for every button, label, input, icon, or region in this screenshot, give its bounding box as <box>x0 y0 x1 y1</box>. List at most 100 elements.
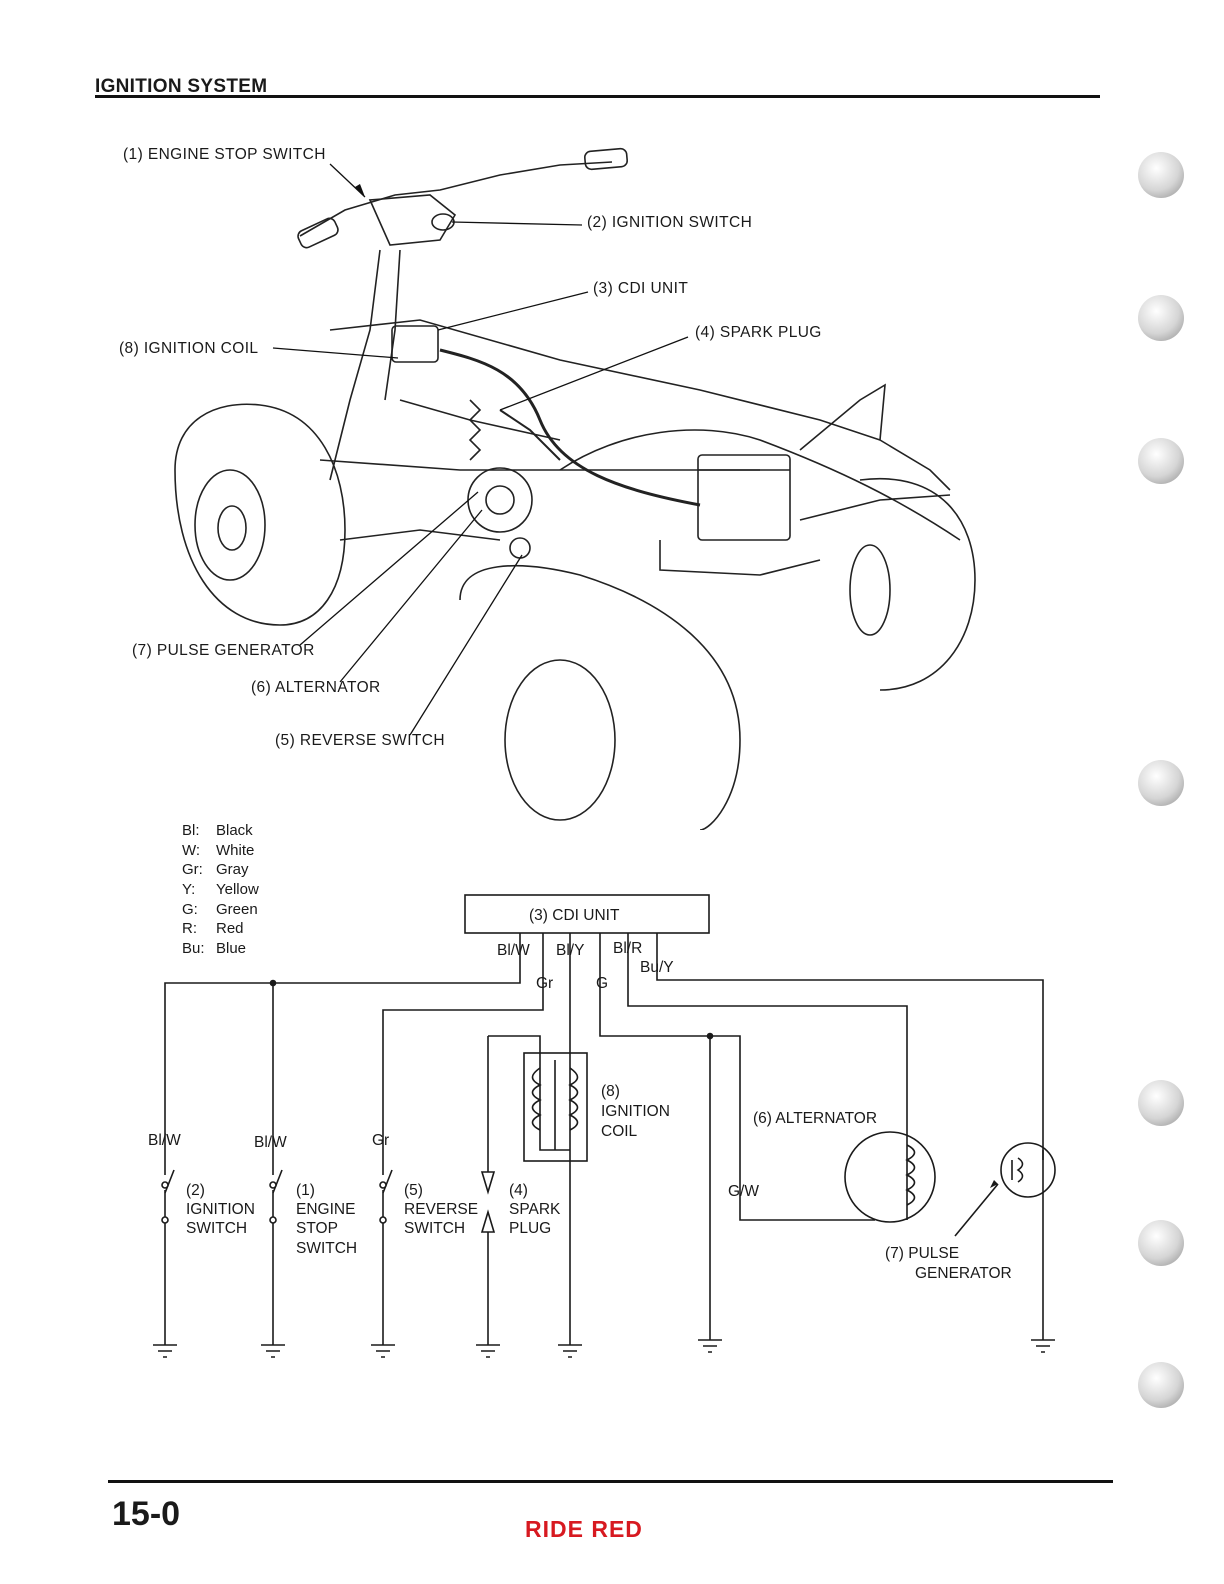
legend-item: Gr: Gray <box>182 861 259 881</box>
junction-dot <box>706 1032 714 1040</box>
ignition-coil-body <box>391 325 439 363</box>
handlebar-housing <box>368 194 457 246</box>
legend-code: G: <box>182 900 198 918</box>
legend-color: Gray <box>216 861 249 879</box>
wire-label-bl-w: Bl/W <box>497 942 530 959</box>
legend-color: Black <box>216 822 253 839</box>
wire-label-bl-w-stop: Bl/W <box>254 1134 287 1151</box>
rear-left-wheel <box>459 564 741 830</box>
wire-label-bu-y: Bu/Y <box>640 959 674 976</box>
callout-spark-plug: (4) SPARK PLUG <box>695 324 822 341</box>
legend-code: W: <box>182 841 201 859</box>
engine-stop-switch-contact <box>272 1169 283 1194</box>
legend-code: Bl: <box>182 822 200 839</box>
legend-item: Bl: Black <box>182 822 259 842</box>
reverse-switch-label-1: REVERSE <box>404 1201 478 1218</box>
alternator-label: (6) ALTERNATOR <box>753 1110 877 1127</box>
atv-illustration <box>174 147 976 830</box>
page-title: IGNITION SYSTEM <box>95 76 268 97</box>
rear-right-wheel <box>859 477 976 691</box>
reverse-switch-label-2: SWITCH <box>404 1220 465 1237</box>
legend-item: G: Green <box>182 901 259 921</box>
ignition-switch-label-1: IGNITION <box>186 1201 255 1218</box>
coil-primary-winding <box>531 1067 542 1131</box>
callout-ignition-switch: (2) IGNITION SWITCH <box>587 214 753 231</box>
ignition-switch-label-2: SWITCH <box>186 1220 247 1237</box>
reverse-switch-number: (5) <box>404 1182 423 1199</box>
wire-label-g: G <box>596 975 608 992</box>
engine-stop-switch-number: (1) <box>296 1182 315 1199</box>
spark-plug-upper-electrode <box>480 1171 496 1195</box>
pulse-generator-symbol <box>1000 1142 1056 1198</box>
legend-color: White <box>216 841 255 859</box>
wire-label-bl-r: Bl/R <box>613 940 642 957</box>
pulse-generator-label-2: GENERATOR <box>915 1265 1012 1282</box>
wire-color-legend: Bl: Black W: White Gr: Gray Y: Yellow G: Gree… <box>182 822 259 960</box>
section-tab-marker <box>1138 152 1184 198</box>
legend-code: R: <box>182 920 197 938</box>
coil-secondary-winding <box>568 1067 579 1131</box>
legend-color: Red <box>216 920 244 938</box>
callout-ignition-coil: (8) IGNITION COIL <box>119 340 259 357</box>
callout-alternator: (6) ALTERNATOR <box>251 679 381 696</box>
wire-bl-w <box>164 933 521 1175</box>
callout-engine-stop-switch: (1) ENGINE STOP SWITCH <box>123 146 326 163</box>
junction-dot <box>269 979 277 987</box>
cdi-unit-box <box>464 894 710 934</box>
legend-item: Y: Yellow <box>182 881 259 901</box>
spark-plug-lower-electrode <box>480 1209 496 1233</box>
wire-bl-r <box>627 933 908 1220</box>
battery <box>697 454 791 541</box>
ignition-switch-contact <box>164 1169 175 1194</box>
callout-cdi-unit: (3) CDI UNIT <box>593 280 689 297</box>
section-tab-marker <box>1138 760 1184 806</box>
ignition-coil-box <box>523 1052 588 1162</box>
ignition-coil-label-1: IGNITION <box>601 1103 670 1120</box>
section-tab-marker <box>1138 1362 1184 1408</box>
spark-plug-label-1: SPARK <box>509 1201 561 1218</box>
ignition-coil-number: (8) <box>601 1083 620 1100</box>
wire-g <box>599 933 875 1221</box>
left-grip <box>297 217 339 249</box>
wire-label-g-w: G/W <box>728 1183 759 1200</box>
spark-plug-number: (4) <box>509 1182 528 1199</box>
ignition-coil-label-2: COIL <box>601 1123 638 1140</box>
engine-stop-switch-label-1: ENGINE <box>296 1201 355 1218</box>
wire-gr <box>382 933 544 1175</box>
legend-color: Yellow <box>216 881 259 899</box>
wiring-schematic: (3) CDI UNIT Bl/W Bl/Y Bl/R Bu/Y Gr G Bl… <box>148 894 1056 1358</box>
header-rule <box>95 95 1100 98</box>
callout-pulse-generator: (7) PULSE GENERATOR <box>132 642 315 659</box>
footer-rule <box>108 1480 1113 1483</box>
spark-plug-label-2: PLUG <box>509 1220 551 1237</box>
wire-label-bl-w-ignition: Bl/W <box>148 1132 181 1149</box>
legend-item: W: White <box>182 842 259 862</box>
legend-code: Bu: <box>182 940 205 958</box>
wire-label-bl-y: Bl/Y <box>556 942 584 959</box>
section-tab-marker <box>1138 1080 1184 1126</box>
page-number: 15-0 <box>112 1495 181 1533</box>
front-left-wheel <box>174 403 346 626</box>
legend-item: R: Red <box>182 920 259 940</box>
engine-stop-switch-label-2: STOP <box>296 1220 338 1237</box>
ground-symbols <box>153 1339 1055 1358</box>
reverse-switch-contact <box>382 1169 393 1194</box>
pulse-generator-label-1: (7) PULSE <box>885 1245 959 1262</box>
ignition-switch-number: (2) <box>186 1182 205 1199</box>
legend-item: Bu: Blue <box>182 940 259 960</box>
brand-logo: RIDE RED <box>525 1516 643 1542</box>
alternator-symbol <box>844 1131 936 1223</box>
legend-color: Green <box>216 900 258 918</box>
handlebar <box>299 161 613 237</box>
legend-code: Y: <box>182 881 196 899</box>
section-tab-marker <box>1138 295 1184 341</box>
callout-reverse-switch: (5) REVERSE SWITCH <box>275 732 445 749</box>
wire-label-gr-reverse: Gr <box>372 1132 389 1149</box>
section-tab-marker <box>1138 1220 1184 1266</box>
legend-code: Gr: <box>182 861 203 879</box>
engine-stop-switch-label-3: SWITCH <box>296 1240 357 1257</box>
wire-label-gr: Gr <box>536 975 553 992</box>
section-tab-marker <box>1138 438 1184 484</box>
legend-color: Blue <box>216 940 247 958</box>
right-grip <box>583 147 629 171</box>
